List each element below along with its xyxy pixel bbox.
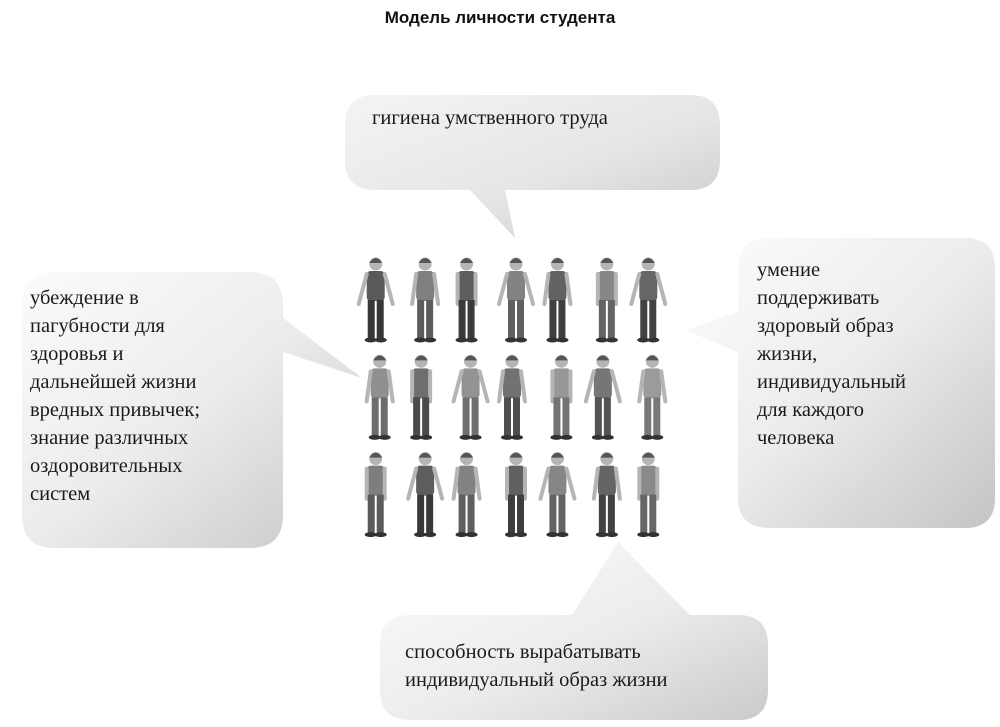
student-figure bbox=[637, 452, 660, 538]
student-figure bbox=[505, 452, 527, 538]
bubble-top bbox=[345, 95, 720, 238]
bubble-right bbox=[685, 238, 995, 528]
student-figure bbox=[595, 257, 618, 343]
student-figure bbox=[629, 257, 668, 343]
student-figure bbox=[455, 257, 478, 343]
bubble-bottom bbox=[380, 542, 768, 720]
student-figure bbox=[583, 354, 622, 440]
student-figure bbox=[497, 354, 527, 440]
students-group-image bbox=[355, 248, 673, 540]
bubble-left-text: убеждение в пагубности для здоровья и да… bbox=[30, 287, 201, 505]
diagram-title: Модель личности студента bbox=[384, 8, 616, 27]
student-figure bbox=[542, 257, 573, 343]
student-figure bbox=[406, 452, 445, 538]
student-figure bbox=[356, 257, 395, 343]
bubble-left bbox=[22, 272, 362, 548]
students-figures bbox=[356, 257, 668, 538]
student-figure bbox=[451, 354, 490, 440]
student-figure bbox=[364, 452, 387, 538]
student-figure bbox=[451, 452, 482, 538]
bubble-right-text: умение поддерживать здоровый образ жизни… bbox=[757, 259, 906, 449]
student-figure bbox=[364, 354, 395, 440]
student-figure bbox=[410, 354, 433, 440]
student-figure bbox=[538, 452, 577, 538]
student-figure bbox=[550, 354, 573, 440]
student-figure bbox=[497, 257, 535, 343]
bubble-top-text: гигиена умственного труда bbox=[372, 107, 608, 129]
student-figure bbox=[410, 257, 441, 343]
student-figure bbox=[637, 354, 668, 440]
bubble-bottom-text: способность вырабатывать индивидуальный … bbox=[405, 641, 668, 691]
student-figure bbox=[591, 452, 622, 538]
